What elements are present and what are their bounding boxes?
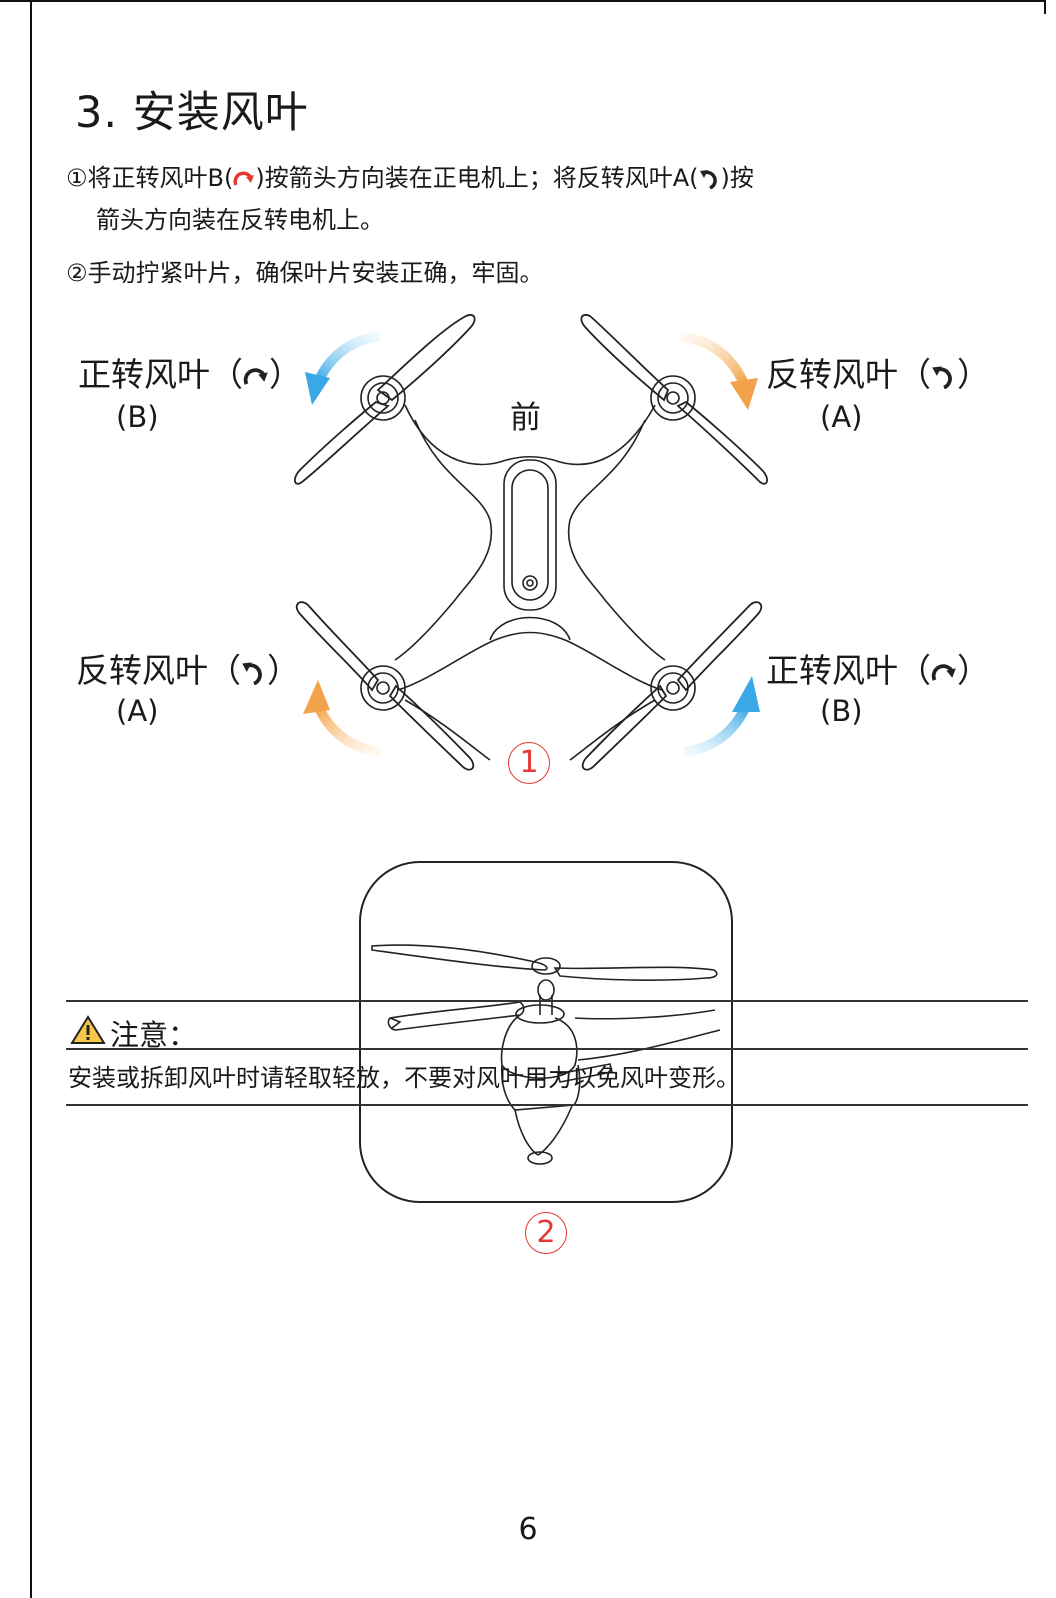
section-title: 3. 安装风叶 (75, 88, 309, 138)
blade-name: 反转风叶（ (766, 355, 931, 394)
instruction-line-3: ②手动拧紧叶片，确保叶片安装正确，牢固。 (66, 259, 544, 287)
note-title: 注意： (110, 1018, 198, 1052)
instruction-text: )按 (720, 164, 754, 192)
counterclockwise-arrow-icon (241, 651, 267, 690)
step-1-marker: 1 (508, 742, 550, 784)
page-number: 6 (518, 1512, 538, 1547)
front-label: 前 (510, 400, 541, 436)
top-right-sub: (A) (820, 400, 863, 434)
blade-name: 反转风叶（ (76, 651, 241, 690)
step-2-marker: 2 (525, 1212, 567, 1254)
drone-top-view-diagram (294, 314, 768, 771)
counterclockwise-arrow-icon (931, 355, 957, 394)
bottom-right-label: 正转风叶（ ） (766, 644, 990, 692)
clockwise-arrow-icon (233, 166, 255, 196)
clockwise-arrow-icon (243, 355, 269, 394)
note-top-divider (66, 1000, 1028, 1002)
bottom-left-sub: (A) (116, 694, 159, 728)
instruction-text: ①将正转风叶B( (66, 164, 234, 192)
note-mid-divider (66, 1048, 1028, 1050)
propeller-closeup-diagram (359, 861, 733, 1203)
clockwise-arrow-icon (931, 651, 957, 690)
frame-top-border (0, 0, 1046, 2)
paren-close: ） (957, 651, 990, 690)
blade-name: 正转风叶（ (78, 355, 243, 394)
cw-arrow-top-left (313, 331, 381, 385)
note-bottom-divider (66, 1104, 1028, 1106)
counterclockwise-arrow-icon (699, 166, 721, 196)
paren-close: ） (267, 651, 300, 690)
bottom-left-label: 反转风叶（ ） (76, 644, 300, 692)
paren-close: ） (269, 355, 302, 394)
top-left-sub: (B) (116, 400, 159, 434)
top-left-label: 正转风叶（ ） (78, 348, 302, 396)
note-body: 安装或拆卸风叶时请轻取轻放，不要对风叶用力以免风叶变形。 (68, 1064, 740, 1092)
frame-right-tick (1044, 0, 1046, 14)
blade-name: 正转风叶（ (766, 651, 931, 690)
instruction-line-2: 箭头方向装在反转电机上。 (96, 206, 384, 234)
paren-close: ） (957, 355, 990, 394)
instruction-text: )按箭头方向装在正电机上；将反转风叶A( (255, 164, 699, 192)
warning-triangle-icon (70, 1014, 106, 1052)
instruction-line-1: ①将正转风叶B( )按箭头方向装在正电机上；将反转风叶A( )按 (66, 163, 754, 196)
bottom-right-sub: (B) (820, 694, 863, 728)
top-right-label: 反转风叶（ ） (766, 348, 990, 396)
note-heading: 注意： (70, 1012, 197, 1054)
frame-left-border (30, 0, 32, 1598)
